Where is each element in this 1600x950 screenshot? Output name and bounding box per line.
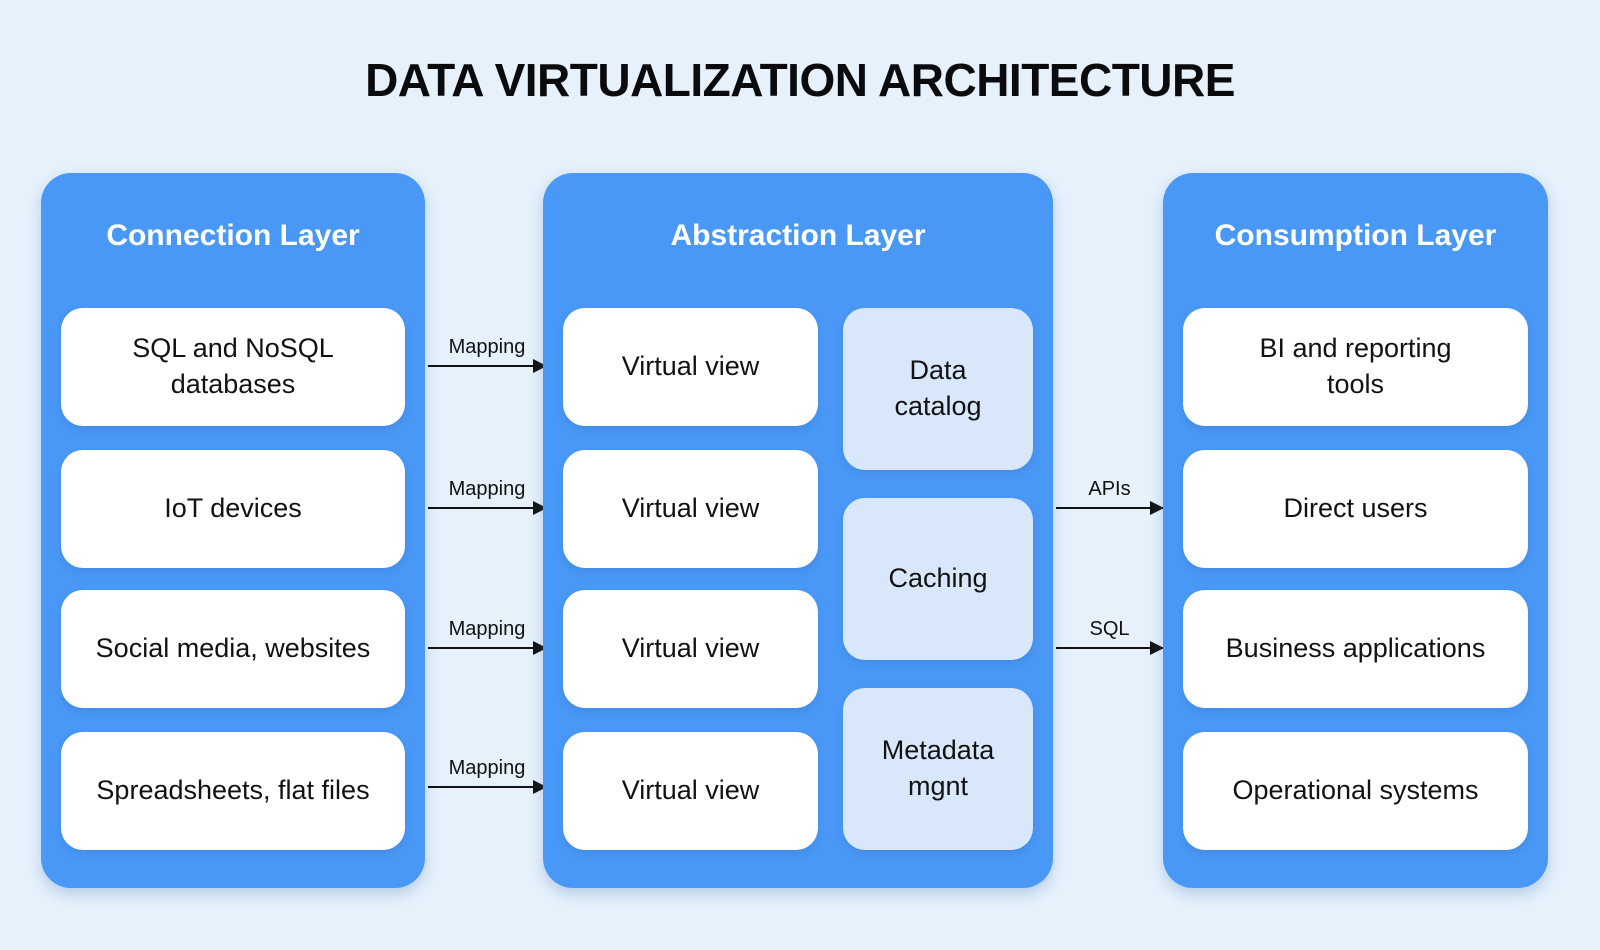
arrow-right-icon: [428, 359, 547, 373]
mapping-arrow-2: Mapping: [428, 478, 547, 515]
consumption-layer-title: Consumption Layer: [1214, 219, 1497, 252]
source-box-iot-devices: IoT devices: [61, 450, 405, 568]
mapping-arrow-4: Mapping: [428, 757, 547, 794]
abstraction-layer-panel: Abstraction Layer Virtual view Virtual v…: [543, 173, 1053, 888]
mapping-arrow-1: Mapping: [428, 336, 547, 373]
mapping-arrow-3-label: Mapping: [448, 618, 526, 640]
virtual-view-box-2: Virtual view: [563, 450, 818, 568]
abstraction-layer-title: Abstraction Layer: [670, 219, 926, 252]
diagram-title: DATA VIRTUALIZATION ARCHITECTURE: [365, 54, 1235, 106]
source-box-spreadsheets-flat-files: Spreadsheets, flat files: [61, 732, 405, 850]
service-box-data-catalog: Data catalog: [843, 308, 1033, 470]
arrow-right-icon: [1056, 501, 1164, 515]
mapping-arrow-3: Mapping: [428, 618, 547, 655]
arrow-right-icon: [428, 501, 547, 515]
service-box-caching: Caching: [843, 498, 1033, 660]
source-box-sql-nosql-databases: SQL and NoSQL databases: [61, 308, 405, 426]
arrow-right-icon: [428, 641, 547, 655]
service-box-metadata-mgnt: Metadata mgnt: [843, 688, 1033, 850]
virtual-view-box-3: Virtual view: [563, 590, 818, 708]
connection-layer-title: Connection Layer: [106, 219, 360, 252]
sql-arrow: SQL: [1056, 618, 1164, 655]
consumer-box-bi-reporting-tools: BI and reporting tools: [1183, 308, 1528, 426]
connection-layer-panel: Connection Layer SQL and NoSQL databases…: [41, 173, 425, 888]
mapping-arrow-1-label: Mapping: [448, 336, 526, 358]
source-box-social-media-websites: Social media, websites: [61, 590, 405, 708]
consumer-box-direct-users: Direct users: [1183, 450, 1528, 568]
consumer-box-operational-systems: Operational systems: [1183, 732, 1528, 850]
arrow-right-icon: [1056, 641, 1164, 655]
virtual-view-box-1: Virtual view: [563, 308, 818, 426]
consumer-box-business-applications: Business applications: [1183, 590, 1528, 708]
arrow-right-icon: [428, 780, 547, 794]
mapping-arrow-4-label: Mapping: [448, 757, 526, 779]
virtual-view-box-4: Virtual view: [563, 732, 818, 850]
consumption-layer-panel: Consumption Layer BI and reporting tools…: [1163, 173, 1548, 888]
sql-arrow-label: SQL: [1089, 618, 1130, 640]
apis-arrow-label: APIs: [1088, 478, 1131, 500]
mapping-arrow-2-label: Mapping: [448, 478, 526, 500]
apis-arrow: APIs: [1056, 478, 1164, 515]
